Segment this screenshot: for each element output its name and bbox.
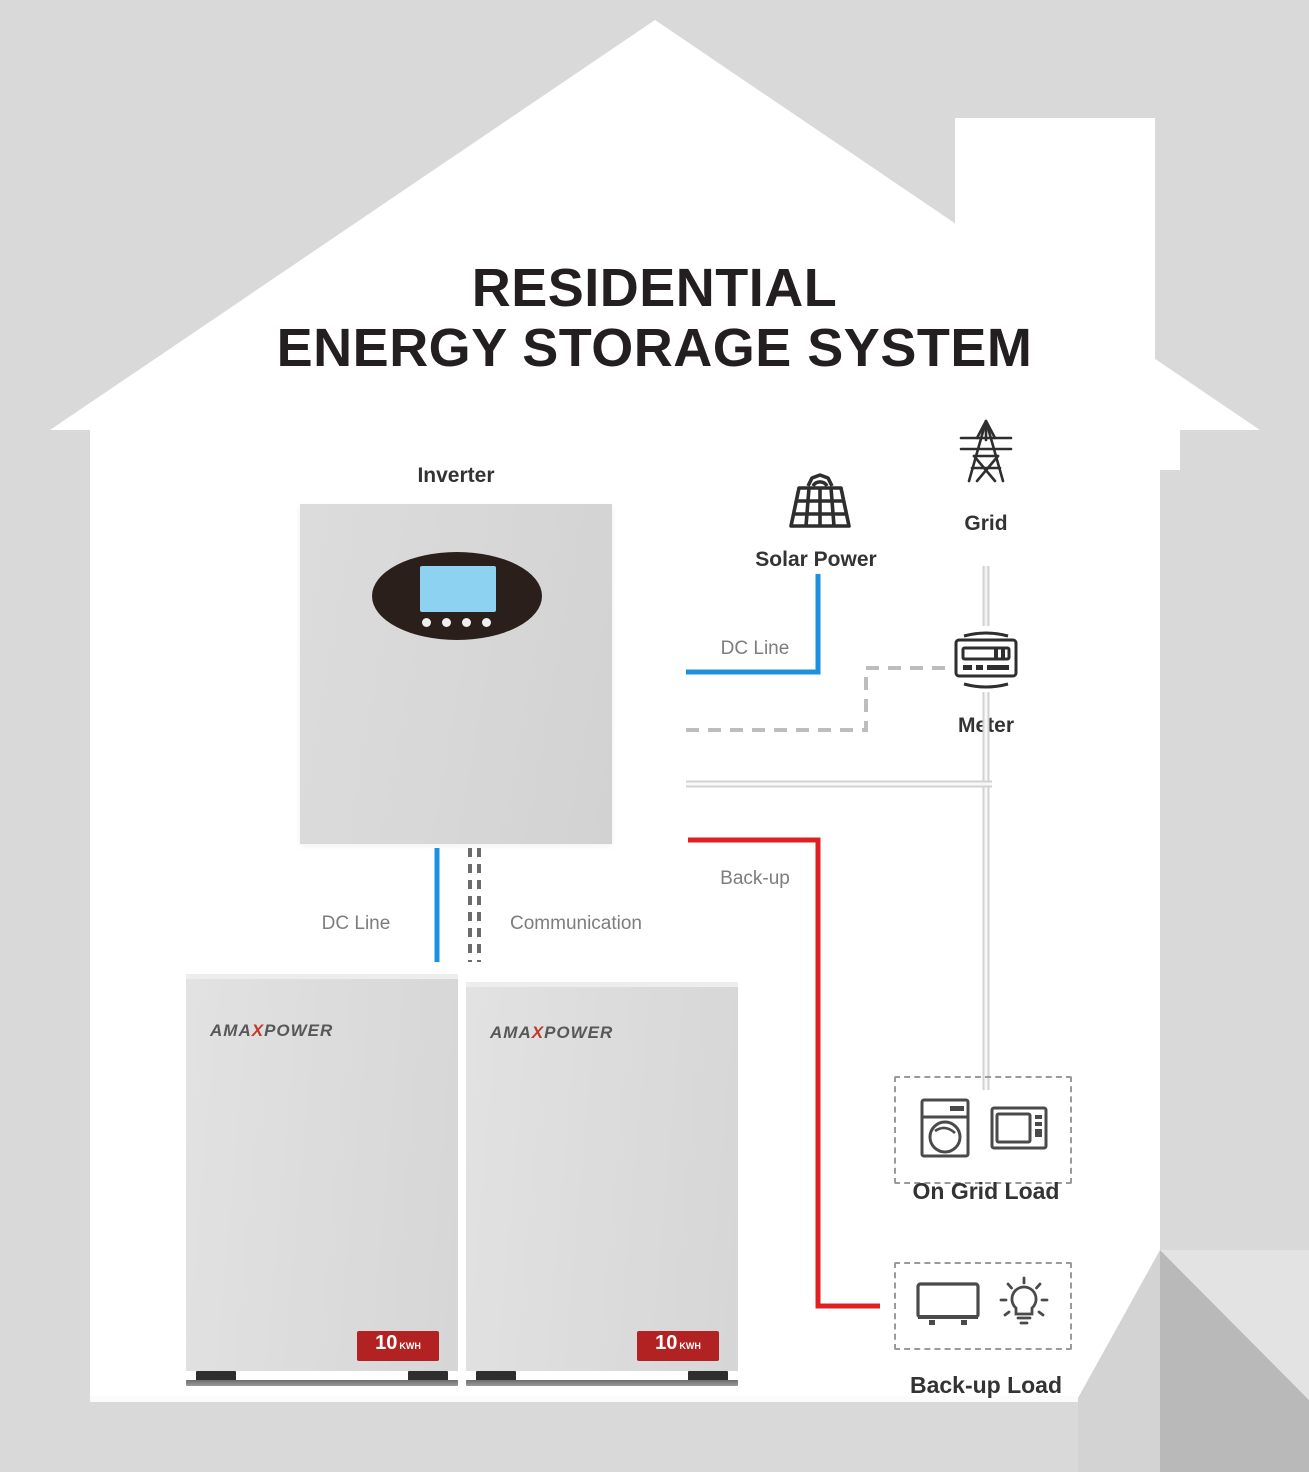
solar-panel-icon xyxy=(782,466,858,532)
battery-2-base xyxy=(466,1380,738,1386)
dc-line-battery-label: DC Line xyxy=(321,913,391,934)
battery-2-logo: AMAXPOWER xyxy=(490,1023,613,1043)
inverter-label: Inverter xyxy=(417,464,495,487)
inverter-led-4 xyxy=(482,618,491,627)
battery-1-capacity-unit: KWH xyxy=(399,1341,421,1351)
television-icon xyxy=(914,1278,982,1335)
communication-label: Communication xyxy=(510,913,642,934)
backup-line-label: Back-up xyxy=(720,868,790,889)
brand-accent: X xyxy=(531,1023,545,1042)
brand-suffix: POWER xyxy=(264,1021,334,1040)
brand-prefix: AMA xyxy=(490,1023,532,1042)
on-grid-load-box[interactable] xyxy=(894,1076,1072,1184)
dc-line-solar-label: DC Line xyxy=(720,638,790,659)
light-bulb-icon xyxy=(996,1276,1052,1337)
brand-prefix: AMA xyxy=(210,1021,252,1040)
battery-1-capacity-value: 10 xyxy=(375,1332,398,1354)
solar-power-label: Solar Power xyxy=(755,548,877,571)
inverter-unit[interactable] xyxy=(300,504,612,844)
electric-meter-icon xyxy=(948,628,1024,692)
page-title: RESIDENTIAL ENERGY STORAGE SYSTEM xyxy=(276,258,1033,379)
battery-2-capacity-value: 10 xyxy=(655,1332,678,1354)
microwave-icon xyxy=(988,1103,1050,1158)
battery-2-capacity-unit: KWH xyxy=(679,1341,701,1351)
battery-1-foot-right xyxy=(408,1371,448,1382)
backup-load-label: Back-up Load xyxy=(909,1372,1063,1398)
inverter-led-3 xyxy=(462,618,471,627)
battery-1-logo: AMAXPOWER xyxy=(210,1021,333,1041)
grid-label: Grid xyxy=(964,512,1008,535)
power-pylon-icon xyxy=(955,418,1017,486)
inverter-icon xyxy=(372,552,542,640)
brand-suffix: POWER xyxy=(544,1023,614,1042)
battery-1-base xyxy=(186,1380,458,1386)
inverter-display xyxy=(420,566,496,612)
on-grid-load-label: On Grid Load xyxy=(912,1178,1060,1204)
battery-2-foot-right xyxy=(688,1371,728,1382)
backup-load-box[interactable] xyxy=(894,1262,1072,1350)
brand-accent: X xyxy=(251,1021,265,1040)
inverter-led-2 xyxy=(442,618,451,627)
washing-machine-icon xyxy=(916,1095,974,1166)
meter-label: Meter xyxy=(957,714,1015,737)
battery-1-foot-left xyxy=(196,1371,236,1382)
inverter-led-1 xyxy=(422,618,431,627)
battery-2-foot-left xyxy=(476,1371,516,1382)
